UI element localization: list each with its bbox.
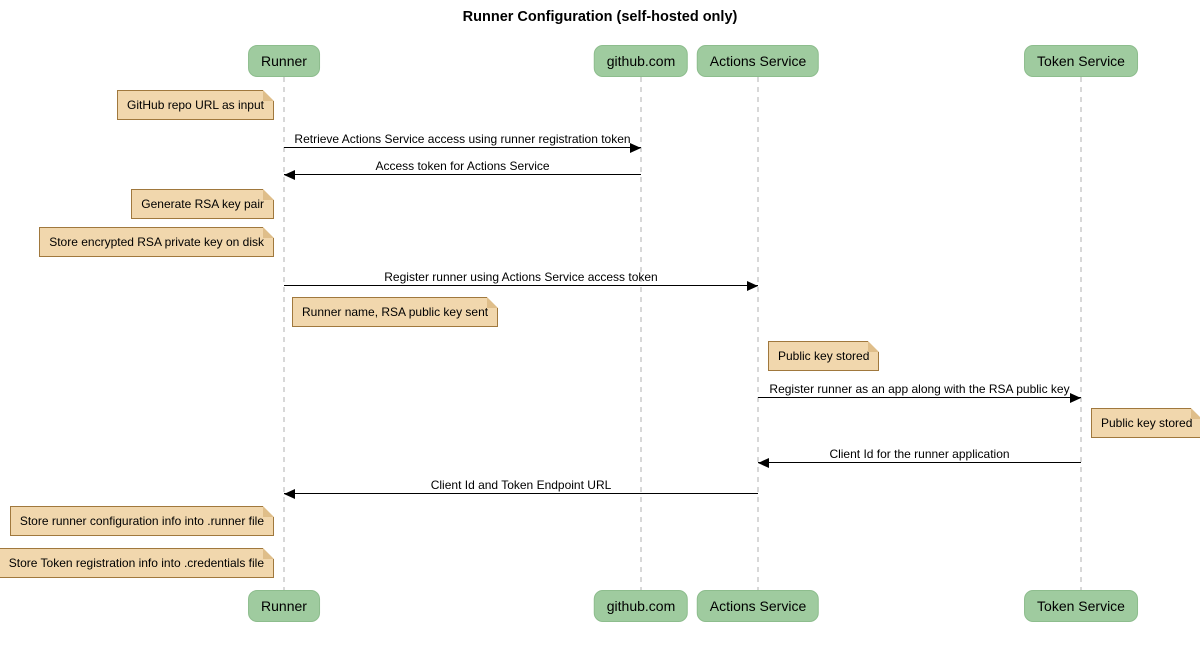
- message-label: Retrieve Actions Service access using ru…: [294, 132, 631, 146]
- message-line: [284, 493, 758, 494]
- message-label: Client Id for the runner application: [829, 447, 1010, 461]
- arrowhead-right-icon: [1070, 393, 1081, 403]
- actor-label: Runner: [261, 598, 307, 614]
- actor-label: github.com: [606, 53, 676, 69]
- note-text: Store encrypted RSA private key on disk: [49, 235, 264, 249]
- actor-actions-service-bottom: Actions Service: [696, 590, 820, 622]
- note-store-private-key: Store encrypted RSA private key on disk: [39, 227, 274, 257]
- actor-label: Actions Service: [709, 598, 807, 614]
- note-text: Store runner configuration info into .ru…: [19, 514, 264, 528]
- arrowhead-left-icon: [284, 170, 295, 180]
- message-client-id: Client Id for the runner application: [758, 448, 1081, 473]
- actor-token-service-bottom: Token Service: [1024, 590, 1138, 622]
- actor-actions-service-top: Actions Service: [696, 45, 820, 77]
- message-line: [758, 462, 1081, 463]
- note-generate-rsa: Generate RSA key pair: [131, 189, 274, 219]
- message-label: Access token for Actions Service: [375, 159, 550, 173]
- message-client-id-endpoint: Client Id and Token Endpoint URL: [284, 479, 758, 504]
- note-text: Public key stored: [1101, 416, 1193, 430]
- actor-label: Token Service: [1037, 598, 1125, 614]
- actor-runner-bottom: Runner: [248, 590, 320, 622]
- message-line: [284, 147, 641, 148]
- note-text: Store Token registration info into .cred…: [8, 556, 264, 570]
- note-store-runner-file: Store runner configuration info into .ru…: [9, 506, 275, 536]
- message-line: [284, 174, 641, 175]
- diagram-title: Runner Configuration (self-hosted only): [462, 9, 738, 25]
- message-access-token: Access token for Actions Service: [284, 160, 641, 185]
- message-line: [758, 397, 1081, 398]
- actor-label: Token Service: [1037, 53, 1125, 69]
- actor-github-bottom: github.com: [593, 590, 689, 622]
- message-label: Client Id and Token Endpoint URL: [430, 478, 612, 492]
- message-register-runner: Register runner using Actions Service ac…: [284, 271, 758, 296]
- message-retrieve-actions-access: Retrieve Actions Service access using ru…: [284, 133, 641, 158]
- lifeline-runner: [283, 77, 285, 590]
- actor-runner-top: Runner: [248, 45, 320, 77]
- note-github-repo-url: GitHub repo URL as input: [117, 90, 274, 120]
- lifeline-actions-service: [757, 77, 759, 590]
- arrowhead-right-icon: [630, 143, 641, 153]
- arrowhead-right-icon: [747, 281, 758, 291]
- actor-token-service-top: Token Service: [1024, 45, 1138, 77]
- arrowhead-left-icon: [758, 458, 769, 468]
- lifeline-token-service: [1080, 77, 1082, 590]
- note-runner-name-sent: Runner name, RSA public key sent: [292, 297, 499, 327]
- note-text: Public key stored: [778, 349, 870, 363]
- actor-github-top: github.com: [593, 45, 689, 77]
- note-text: GitHub repo URL as input: [127, 98, 264, 112]
- note-public-key-stored-actions: Public key stored: [768, 341, 880, 371]
- lifeline-github: [640, 77, 642, 590]
- arrowhead-left-icon: [284, 489, 295, 499]
- message-register-runner-app: Register runner as an app along with the…: [758, 383, 1081, 408]
- message-line: [284, 285, 758, 286]
- message-label: Register runner as an app along with the…: [769, 382, 1070, 396]
- note-store-credentials-file: Store Token registration info into .cred…: [0, 548, 275, 578]
- note-text: Runner name, RSA public key sent: [302, 305, 489, 319]
- actor-label: Runner: [261, 53, 307, 69]
- actor-label: Actions Service: [709, 53, 807, 69]
- note-text: Generate RSA key pair: [141, 197, 264, 211]
- actor-label: github.com: [606, 598, 676, 614]
- note-public-key-stored-token: Public key stored: [1091, 408, 1200, 438]
- message-label: Register runner using Actions Service ac…: [384, 270, 658, 284]
